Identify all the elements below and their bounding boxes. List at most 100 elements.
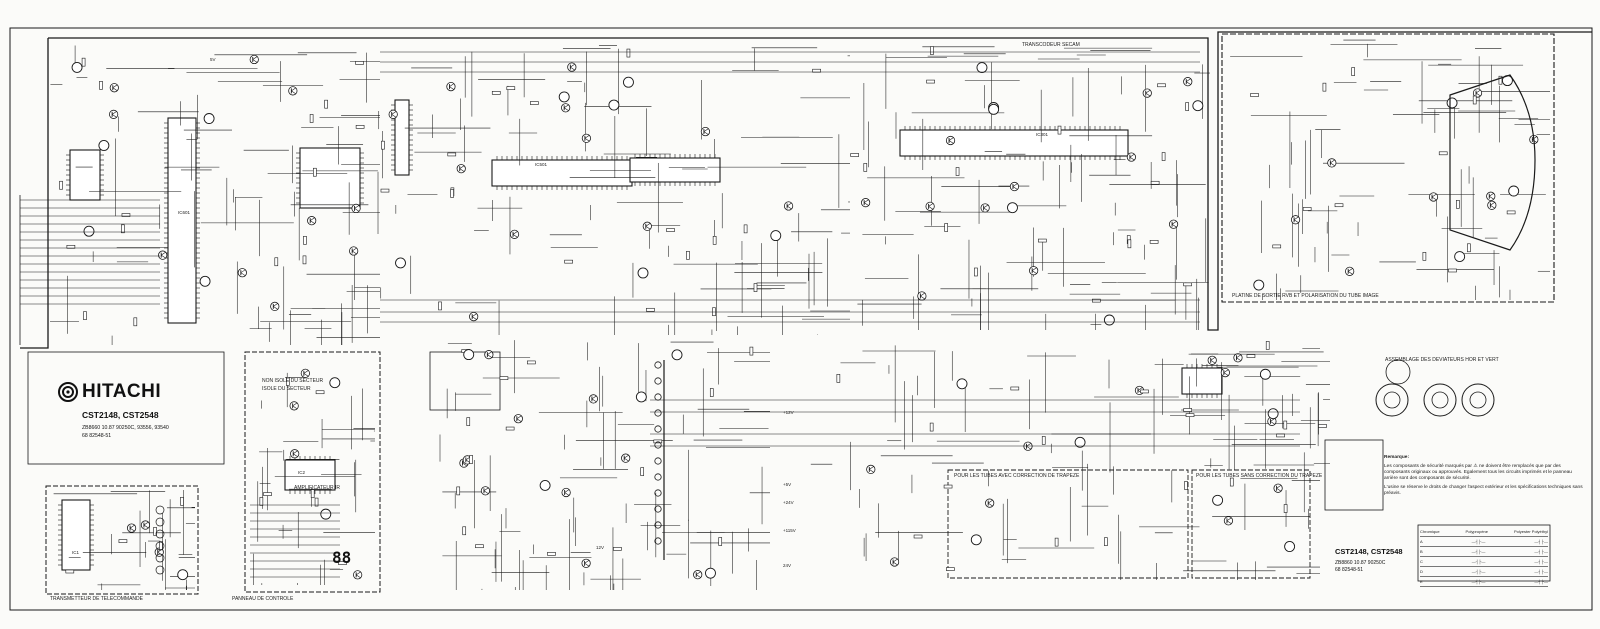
transistor-lead [516,415,522,419]
resistor [547,552,556,556]
test-point-marker [770,230,782,242]
transistor-lead [1145,92,1151,97]
resistor [1010,386,1020,391]
keypad-button [155,505,165,515]
transistor-lead [352,250,357,255]
test-point-marker [1253,279,1265,291]
transistor-lead [584,135,590,139]
resistor [286,377,290,386]
model-title-2: CST2148, CST2548 [1335,547,1403,556]
test-point-marker [976,62,988,74]
transistor-lead [1330,159,1335,164]
transistor-lead [240,269,246,273]
test-point-marker [98,140,110,151]
control-panel-label: PANNEAU DE CONTROLE [232,596,294,602]
transistor-lead [1489,196,1494,200]
transistor-lead [291,87,297,92]
resistor [913,534,923,539]
transistor-lead [1276,484,1282,489]
resistor [836,374,841,383]
transformer-coil [654,537,662,545]
resistor [381,140,385,150]
transistor-lead [892,558,898,563]
capacitor-legend: Chromique Polypropène Polyester Polyéthy… [1420,527,1548,587]
transistor-lead [129,527,135,532]
transistor-lead [291,90,297,95]
resistor [1246,354,1256,358]
resistor [1456,200,1460,209]
resistor [99,81,103,90]
resistor [1157,83,1166,88]
resistor [1038,238,1047,243]
transistor-lead [564,492,570,496]
transistor-lead [459,168,465,172]
transistor-lead [112,87,118,91]
resistor [718,537,723,546]
resistor [1054,537,1059,547]
transistor-lead [948,137,954,141]
transformer-coil [654,457,662,465]
resistor [338,561,347,565]
ic-package [299,147,361,209]
model-ref2-line-2: 68 82548-51 [1335,566,1364,573]
yoke-connector [1385,359,1411,385]
test-point-marker [1259,368,1271,380]
transistor-lead [1475,92,1481,97]
resistor [613,547,622,551]
resistor [121,224,125,234]
ic-video-label: IC501 [535,162,548,167]
transistor-lead [512,231,518,235]
transformer-coil [654,489,662,497]
model-ref-line-1: ZB8660 10.87 90250C, 93556, 93540 [82,425,169,431]
resistor [1185,413,1195,417]
resistor [159,541,163,550]
transistor-lead [786,202,792,207]
transistor-lead [472,316,477,320]
transistor-lead [1226,520,1232,525]
transistor-lead [391,111,397,115]
transistor-lead [310,217,315,221]
transistor-lead [1236,354,1242,359]
transistor-lead [1223,369,1229,373]
transistor-lead [161,251,166,256]
resistor [1183,282,1192,287]
model-title: CST2148, CST2548 [82,410,159,420]
resistor [380,188,390,193]
trapeze-correction-outline [947,469,1189,579]
transistor-lead [111,114,117,118]
resistor [749,346,754,356]
resistor [709,388,714,397]
test-point-marker [203,113,215,124]
rgb-board-outline [1221,33,1555,303]
transistor-lead [696,571,701,575]
resistor [1422,252,1427,261]
transistor-lead [703,128,709,132]
notes-block: Remarque: Les composants de sécurité mar… [1384,455,1584,500]
transformer-coil [654,393,662,401]
resistor [564,259,573,264]
transistor-lead [487,354,493,358]
transistor-lead [786,205,792,210]
deflection-yoke-inner [1383,391,1401,409]
legend-col-header: Polypropène [1465,529,1489,534]
legend-row: E—┤├——┤├— [1420,577,1548,587]
transistor-lead [273,303,278,307]
transistor-lead [591,395,597,400]
transistor-lead [983,204,989,209]
no-trapeze-outline [1191,469,1311,579]
transistor-lead [240,272,246,276]
test-point-marker [1446,97,1458,109]
legend-row: C—┤├——┤├— [1420,557,1548,567]
transistor-lead [591,398,597,403]
resistor [1438,151,1448,156]
transistor-lead [483,487,489,492]
transistor-lead [1129,156,1135,161]
transistor-lead [112,84,118,88]
transistor-lead [948,140,954,144]
transistor-lead [252,56,258,60]
resistor [180,497,184,506]
transistor-lead [988,502,993,507]
resistor [666,228,675,232]
transistor-lead [869,466,874,470]
resistor [447,152,457,157]
